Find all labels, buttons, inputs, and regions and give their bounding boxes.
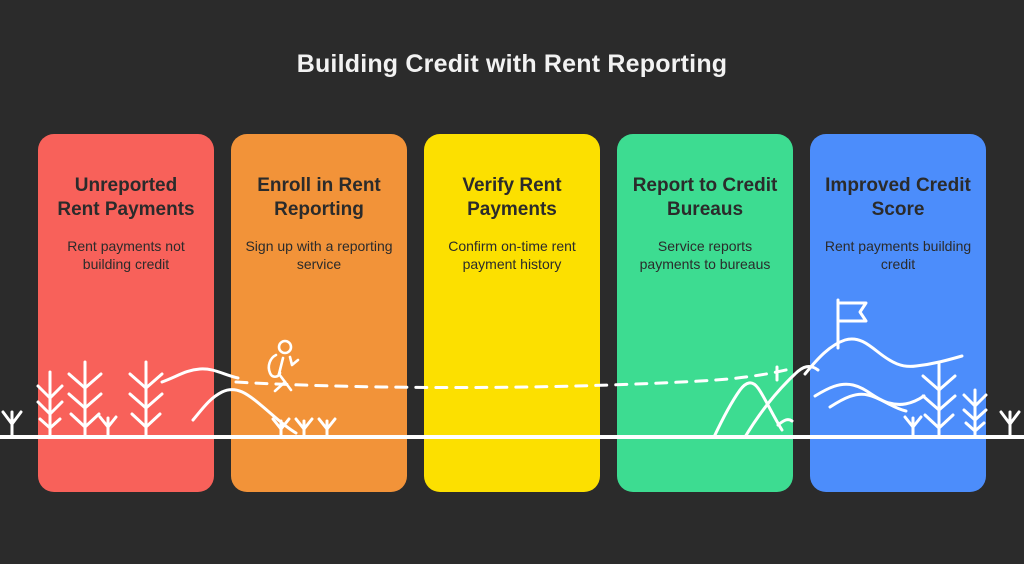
step-card-3-description: Confirm on-time rent payment history <box>448 237 576 273</box>
step-card-4-description: Service reports payments to bureaus <box>639 237 771 273</box>
step-card-1-text: Unreported Rent Payments Rent payments n… <box>38 174 214 274</box>
step-card-1-description: Rent payments not building credit <box>67 237 185 273</box>
step-card-4-text: Report to Credit Bureaus Service reports… <box>617 174 793 274</box>
sapling-icon-far-right <box>999 410 1021 439</box>
step-card-4-title: Report to Credit Bureaus <box>632 175 778 221</box>
step-card-5[interactable]: Improved Credit Score Rent payments buil… <box>810 134 986 492</box>
steps-row: Unreported Rent Payments Rent payments n… <box>38 134 986 492</box>
step-card-2-title: Enroll in Rent Reporting <box>257 175 381 221</box>
step-card-4[interactable]: Report to Credit Bureaus Service reports… <box>617 134 793 492</box>
step-card-2[interactable]: Enroll in Rent Reporting Sign up with a … <box>231 134 407 492</box>
step-card-5-title: Improved Credit Score <box>825 175 971 221</box>
step-card-3-text: Verify Rent Payments Confirm on-time ren… <box>424 174 600 274</box>
step-card-5-description: Rent payments building credit <box>824 237 972 273</box>
step-card-3[interactable]: Verify Rent Payments Confirm on-time ren… <box>424 134 600 492</box>
step-card-2-text: Enroll in Rent Reporting Sign up with a … <box>231 174 407 274</box>
sapling-icon-far-left <box>1 410 23 439</box>
step-card-1-title: Unreported Rent Payments <box>57 175 195 221</box>
step-card-3-title: Verify Rent Payments <box>462 175 562 221</box>
step-card-2-description: Sign up with a reporting service <box>245 237 393 273</box>
page-title: Building Credit with Rent Reporting <box>296 50 728 78</box>
step-card-1[interactable]: Unreported Rent Payments Rent payments n… <box>38 134 214 492</box>
step-card-5-text: Improved Credit Score Rent payments buil… <box>810 174 986 274</box>
